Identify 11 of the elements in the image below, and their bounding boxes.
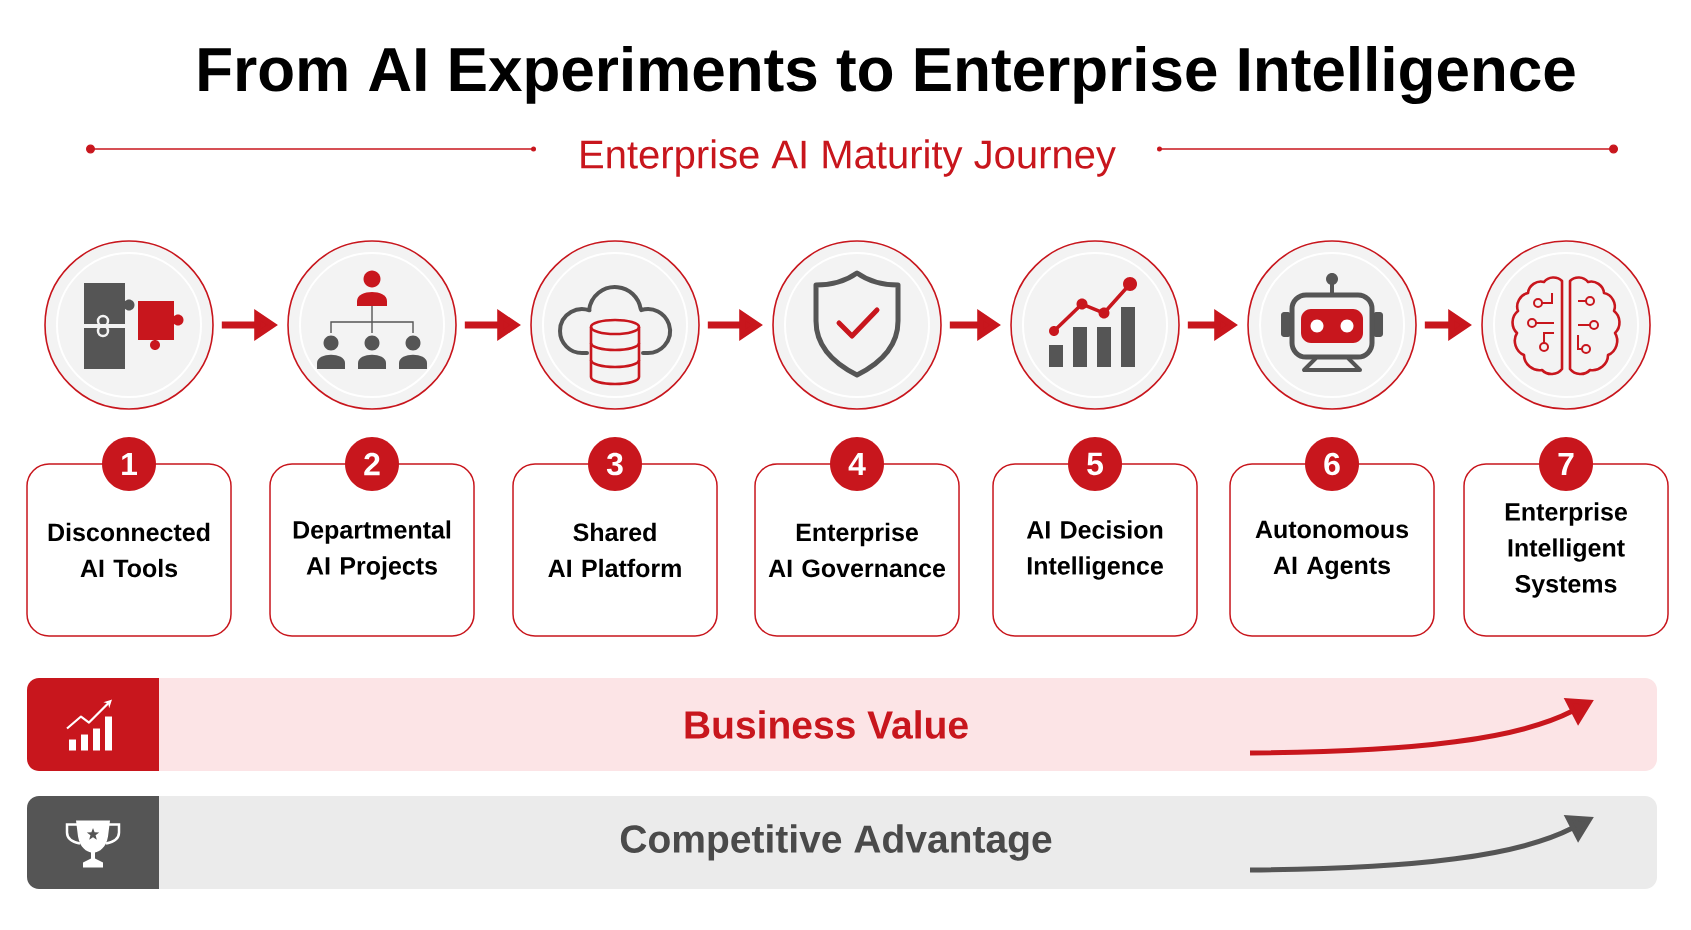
number-badge: 3	[588, 437, 642, 491]
number-badge: 2	[345, 437, 399, 491]
number-badge: 1	[102, 437, 156, 491]
number-badge: 4	[830, 437, 884, 491]
number-badge: 5	[1068, 437, 1122, 491]
number-badge: 6	[1305, 437, 1359, 491]
subtitle: Enterprise AI Maturity Journey	[566, 137, 1128, 179]
value-band: Business Value	[159, 678, 1657, 771]
title: From AI Experiments to Enterprise Intelligence	[199, 46, 1575, 105]
number-badge: 7	[1539, 437, 1593, 491]
value-band: Competitive Advantage	[159, 796, 1657, 889]
